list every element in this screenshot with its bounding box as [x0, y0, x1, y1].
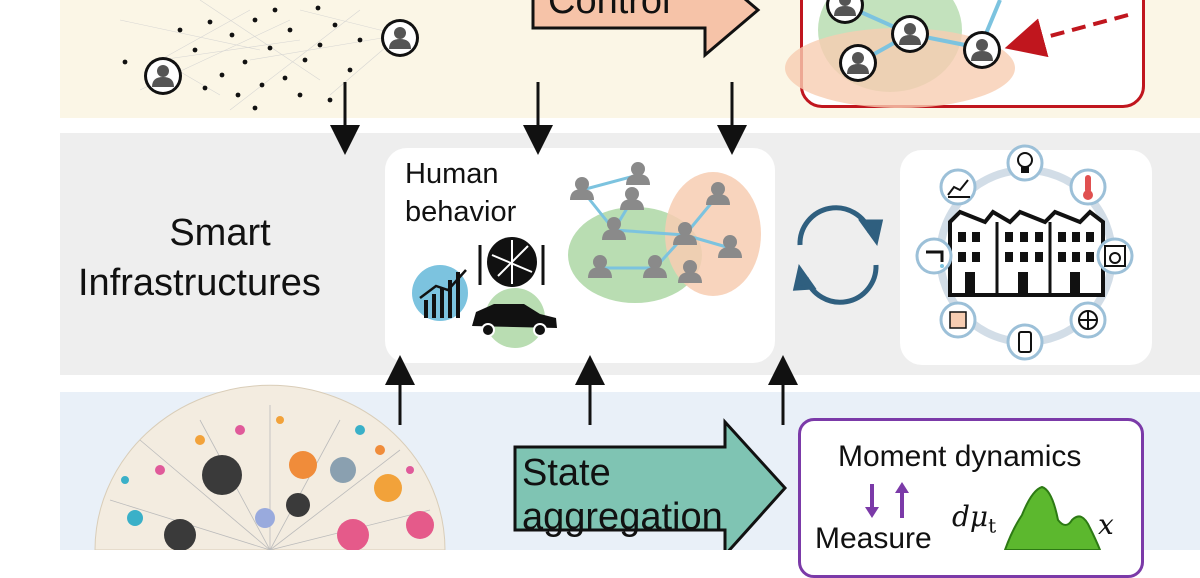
light-bulb-icon: [1017, 152, 1033, 173]
thermometer-icon: [1083, 175, 1093, 200]
human-behavior-label-line1: Human: [405, 158, 499, 190]
dmu-symbol: dμ: [952, 500, 989, 533]
growth-chart-icon: [412, 265, 468, 321]
up-arrows: [385, 355, 798, 425]
smart-infrastructures-title-line2: Infrastructures: [78, 262, 321, 304]
fan-icon: [1078, 310, 1098, 330]
state-aggregation-label-line2: aggregation: [522, 496, 723, 538]
dmu-label: dμt: [952, 500, 996, 538]
knowledge-graph-icon: [94, 384, 446, 550]
phone-icon: [1018, 331, 1032, 353]
graph-network-icon: [119, 0, 419, 111]
faucet-icon: [926, 250, 944, 268]
washing-machine-icon: [1104, 245, 1126, 267]
building-icon: [948, 209, 1105, 297]
smart-infrastructures-title-line1: Smart: [169, 212, 271, 254]
cycle-arrows-icon: [792, 205, 884, 305]
down-arrows: [330, 82, 747, 155]
control-label: Control: [548, 0, 671, 22]
x-variable-label: x: [1098, 508, 1114, 541]
measure-label: Measure: [815, 522, 932, 555]
speaker-icon: [949, 311, 967, 329]
building-devices-icon: [915, 144, 1134, 361]
growth-chart-icon: [947, 179, 970, 198]
state-aggregation-label-line1: State: [522, 452, 611, 494]
dmu-subscript: t: [988, 513, 997, 538]
measure-moment-arrows: [865, 482, 909, 518]
plate-cutlery-icon: [478, 237, 545, 287]
social-network-icon: [568, 162, 761, 303]
control-arrow: [531, 0, 761, 59]
controlled-network-icon: [785, 0, 1129, 108]
distribution-curve-icon: [1003, 485, 1102, 550]
state-aggregation-arrow: [513, 418, 788, 550]
human-behavior-label-line2: behavior: [405, 196, 517, 228]
diagram-graphics: [94, 0, 1134, 550]
moment-dynamics-label: Moment dynamics: [838, 440, 1082, 473]
car-icon: [472, 288, 557, 348]
